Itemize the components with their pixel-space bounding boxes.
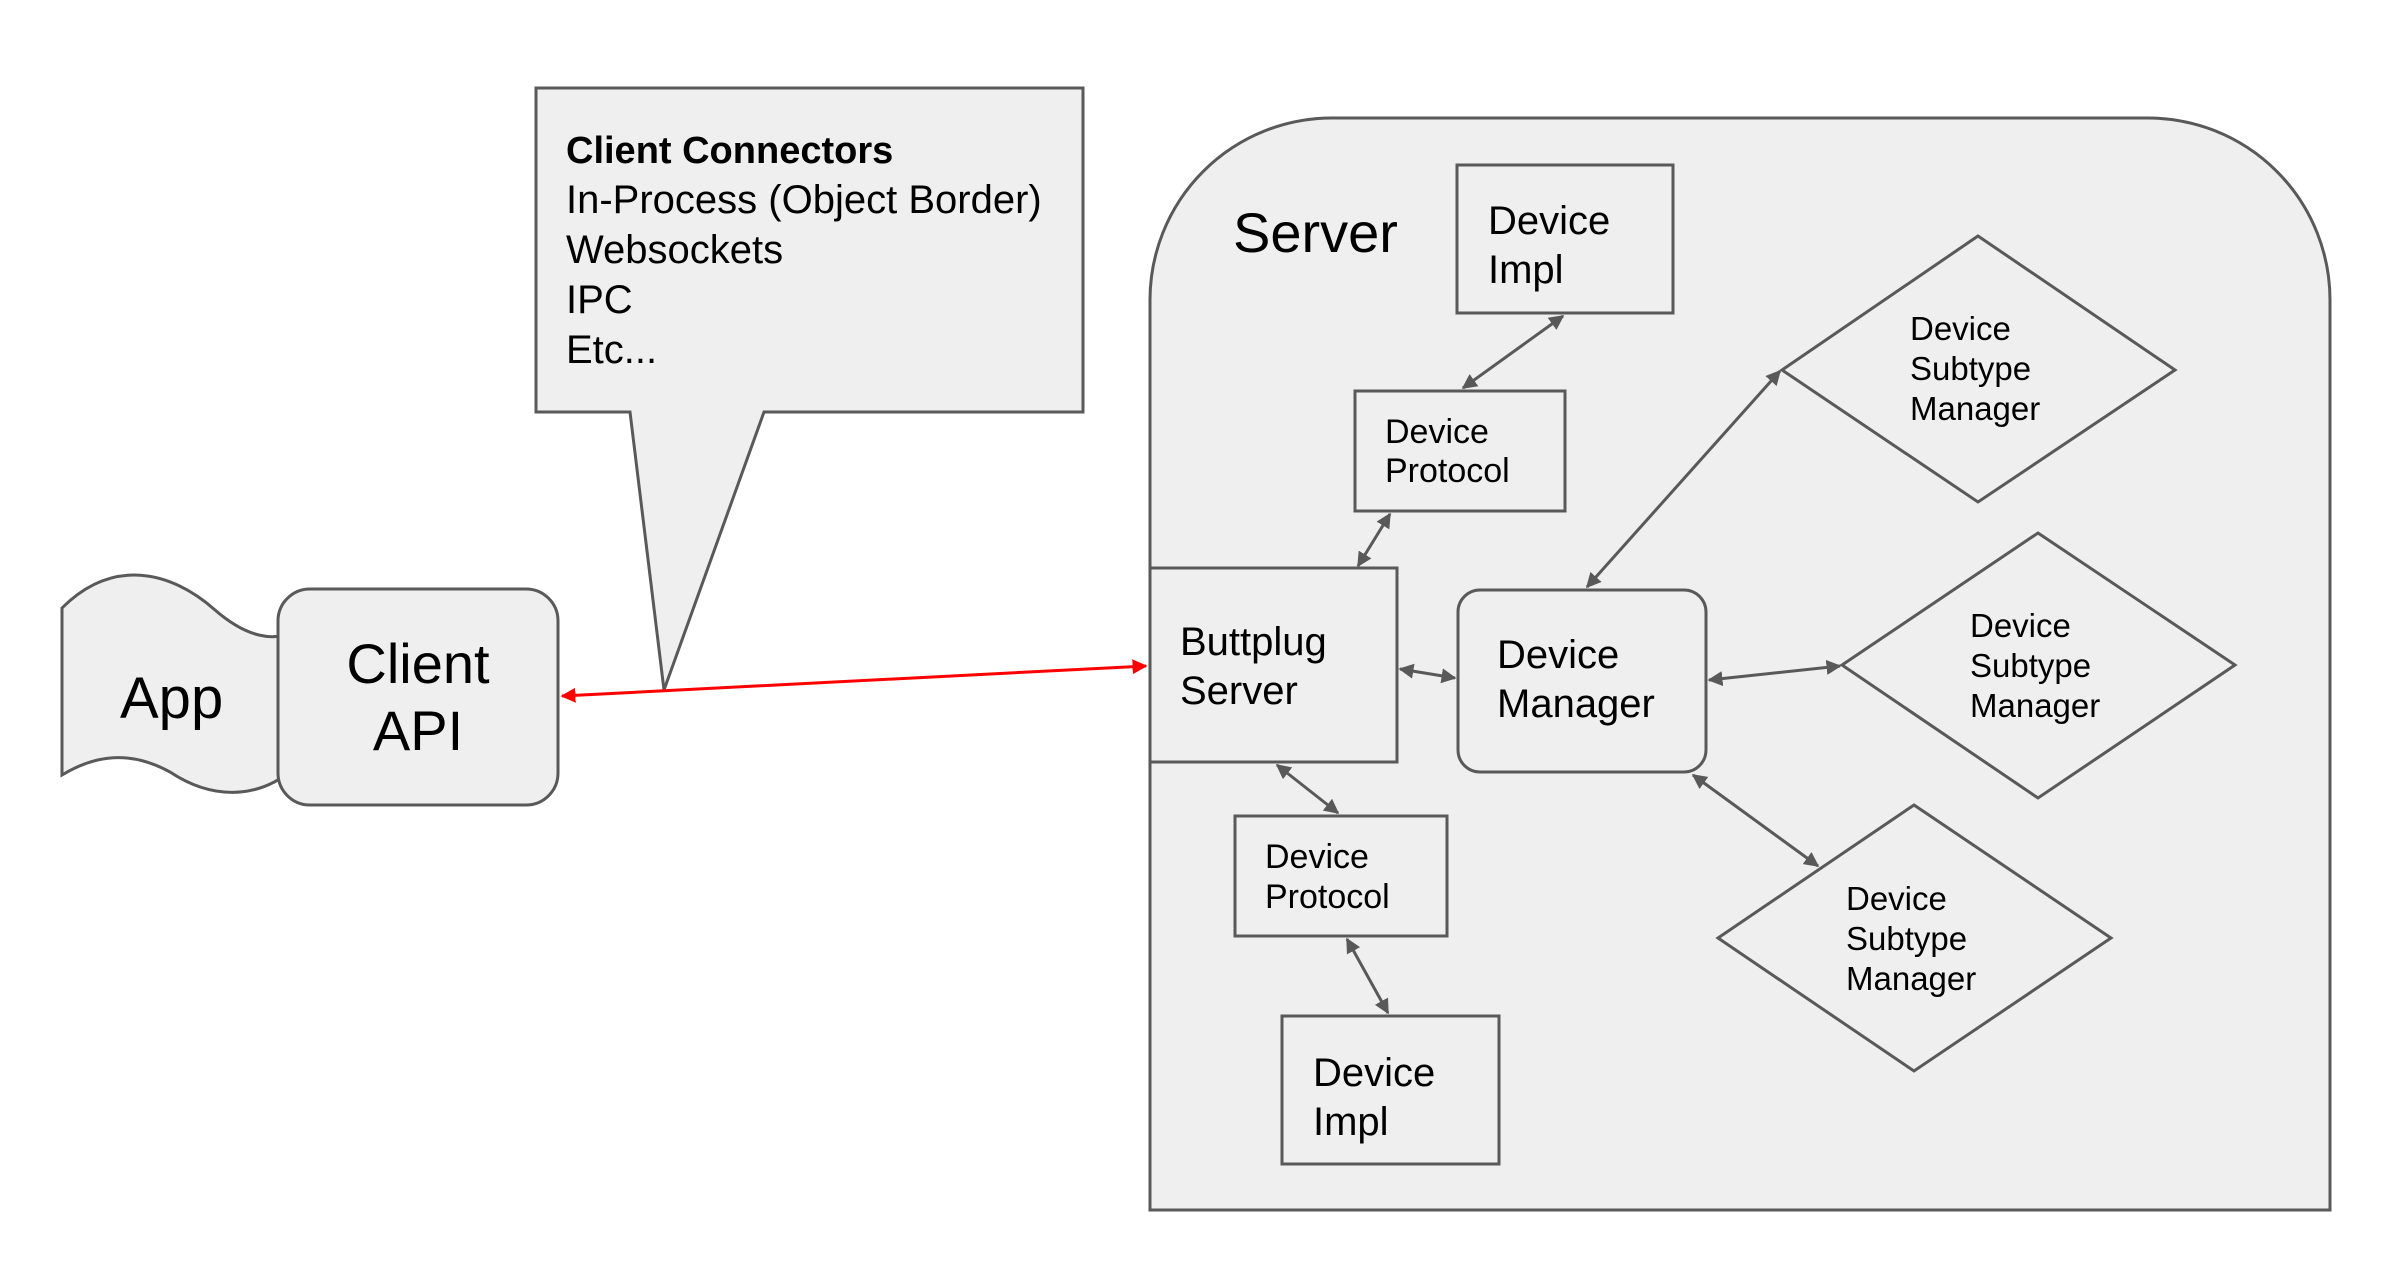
client-api-box: Client API [276, 587, 560, 807]
manager-subtype-1-connector [1585, 369, 1782, 589]
device-protocol-bottom-line2: Protocol [1265, 878, 1390, 916]
client-connectors-callout: Client Connectors In-Process (Object Bor… [534, 86, 1085, 691]
device-protocol-top-box: Device Protocol [1353, 389, 1567, 513]
device-protocol-top-line2: Protocol [1385, 452, 1510, 490]
subtype-manager-diamond-2: Device Subtype Manager [1839, 531, 2238, 800]
protocol-top-server-connector [1356, 512, 1392, 568]
callout-heading: Client Connectors [566, 130, 893, 172]
device-impl-bottom-box: Device Impl [1280, 1014, 1501, 1166]
device-manager-line1: Device [1497, 633, 1619, 677]
buttplug-server-line2: Server [1180, 669, 1298, 713]
subtype-manager-line: Manager [1910, 390, 2040, 427]
subtype-manager-line: Subtype [1910, 350, 2031, 387]
device-protocol-top-line1: Device [1385, 413, 1489, 451]
client-api-line2: API [373, 699, 463, 762]
callout-item: IPC [566, 278, 633, 322]
device-manager-box: Device Manager [1456, 588, 1708, 774]
subtype-manager-line: Manager [1970, 687, 2100, 724]
app-label: App [120, 666, 223, 731]
device-impl-top-box: Device Impl [1455, 163, 1675, 315]
device-impl-top-line1: Device [1488, 199, 1610, 243]
device-impl-bottom-line1: Device [1313, 1051, 1435, 1095]
subtype-manager-line: Device [1970, 607, 2071, 644]
subtype-manager-diamond-3: Device Subtype Manager [1715, 803, 2114, 1073]
client-server-connector [560, 659, 1148, 703]
callout-item: Etc... [566, 328, 657, 372]
subtype-manager-line: Subtype [1970, 647, 2091, 684]
server-label: Server [1233, 201, 1398, 264]
buttplug-server-line1: Buttplug [1180, 620, 1327, 664]
subtype-manager-line: Device [1910, 310, 2011, 347]
buttplug-server-box: Buttplug Server [1148, 566, 1399, 764]
callout-item: Websockets [566, 228, 783, 272]
device-manager-line2: Manager [1497, 682, 1655, 726]
subtype-manager-line: Subtype [1846, 920, 1967, 957]
device-impl-bottom-line2: Impl [1313, 1100, 1389, 1144]
server-protocol-bottom-connector [1275, 763, 1340, 815]
subtype-manager-line: Device [1846, 880, 1947, 917]
manager-subtype-3-connector [1691, 773, 1820, 868]
device-impl-top-line2: Impl [1488, 248, 1564, 292]
subtype-manager-line: Manager [1846, 960, 1976, 997]
app-shape: App [60, 573, 302, 794]
impl-top-protocol-top-connector [1461, 314, 1565, 390]
device-protocol-bottom-box: Device Protocol [1233, 814, 1449, 938]
server-manager-connector [1398, 663, 1457, 684]
client-api-line1: Client [346, 632, 490, 695]
device-protocol-bottom-line1: Device [1265, 838, 1369, 876]
subtype-manager-diamond-1: Device Subtype Manager [1779, 234, 2178, 504]
manager-subtype-2-connector [1707, 659, 1842, 687]
protocol-bottom-impl-bottom-connector [1345, 937, 1390, 1015]
callout-item: In-Process (Object Border) [566, 178, 1042, 222]
